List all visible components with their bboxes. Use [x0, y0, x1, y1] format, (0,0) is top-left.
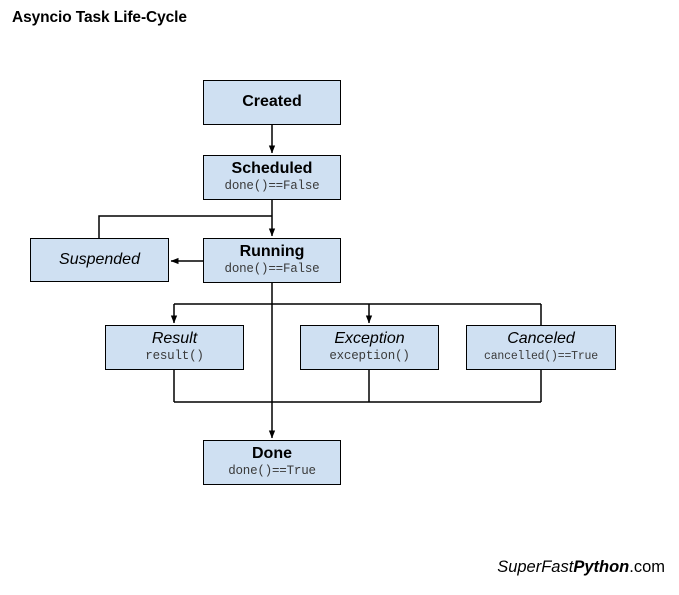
node-result-subtitle: result() — [145, 349, 204, 364]
node-created[interactable]: Created — [203, 80, 341, 125]
node-exception[interactable]: Exception exception() — [300, 325, 439, 370]
node-created-title: Created — [242, 93, 302, 111]
brand-part-python: Python — [573, 558, 630, 576]
node-result-title: Result — [151, 329, 198, 347]
node-running-title: Running — [239, 242, 305, 260]
node-running-subtitle: done()==False — [224, 262, 320, 277]
page-title: Asyncio Task Life-Cycle — [12, 9, 187, 26]
brand-watermark: SuperFastPython.com — [497, 558, 665, 577]
brand-part-superfast: SuperFast — [497, 558, 574, 576]
node-done-subtitle: done()==True — [228, 464, 316, 479]
node-suspended[interactable]: Suspended — [30, 238, 169, 282]
brand-part-com: .com — [629, 558, 665, 576]
node-scheduled[interactable]: Scheduled done()==False — [203, 155, 341, 200]
node-canceled[interactable]: Canceled cancelled()==True — [466, 325, 616, 370]
node-result[interactable]: Result result() — [105, 325, 244, 370]
node-canceled-title: Canceled — [507, 330, 575, 348]
node-exception-subtitle: exception() — [329, 349, 410, 364]
node-scheduled-subtitle: done()==False — [224, 179, 320, 194]
edge-suspended-to-running — [98, 215, 272, 238]
node-suspended-title: Suspended — [59, 250, 140, 268]
node-canceled-subtitle: cancelled()==True — [484, 349, 598, 363]
node-scheduled-title: Scheduled — [231, 159, 313, 177]
node-done-title: Done — [252, 444, 292, 462]
node-done[interactable]: Done done()==True — [203, 440, 341, 485]
node-exception-title: Exception — [334, 329, 405, 347]
node-running[interactable]: Running done()==False — [203, 238, 341, 283]
